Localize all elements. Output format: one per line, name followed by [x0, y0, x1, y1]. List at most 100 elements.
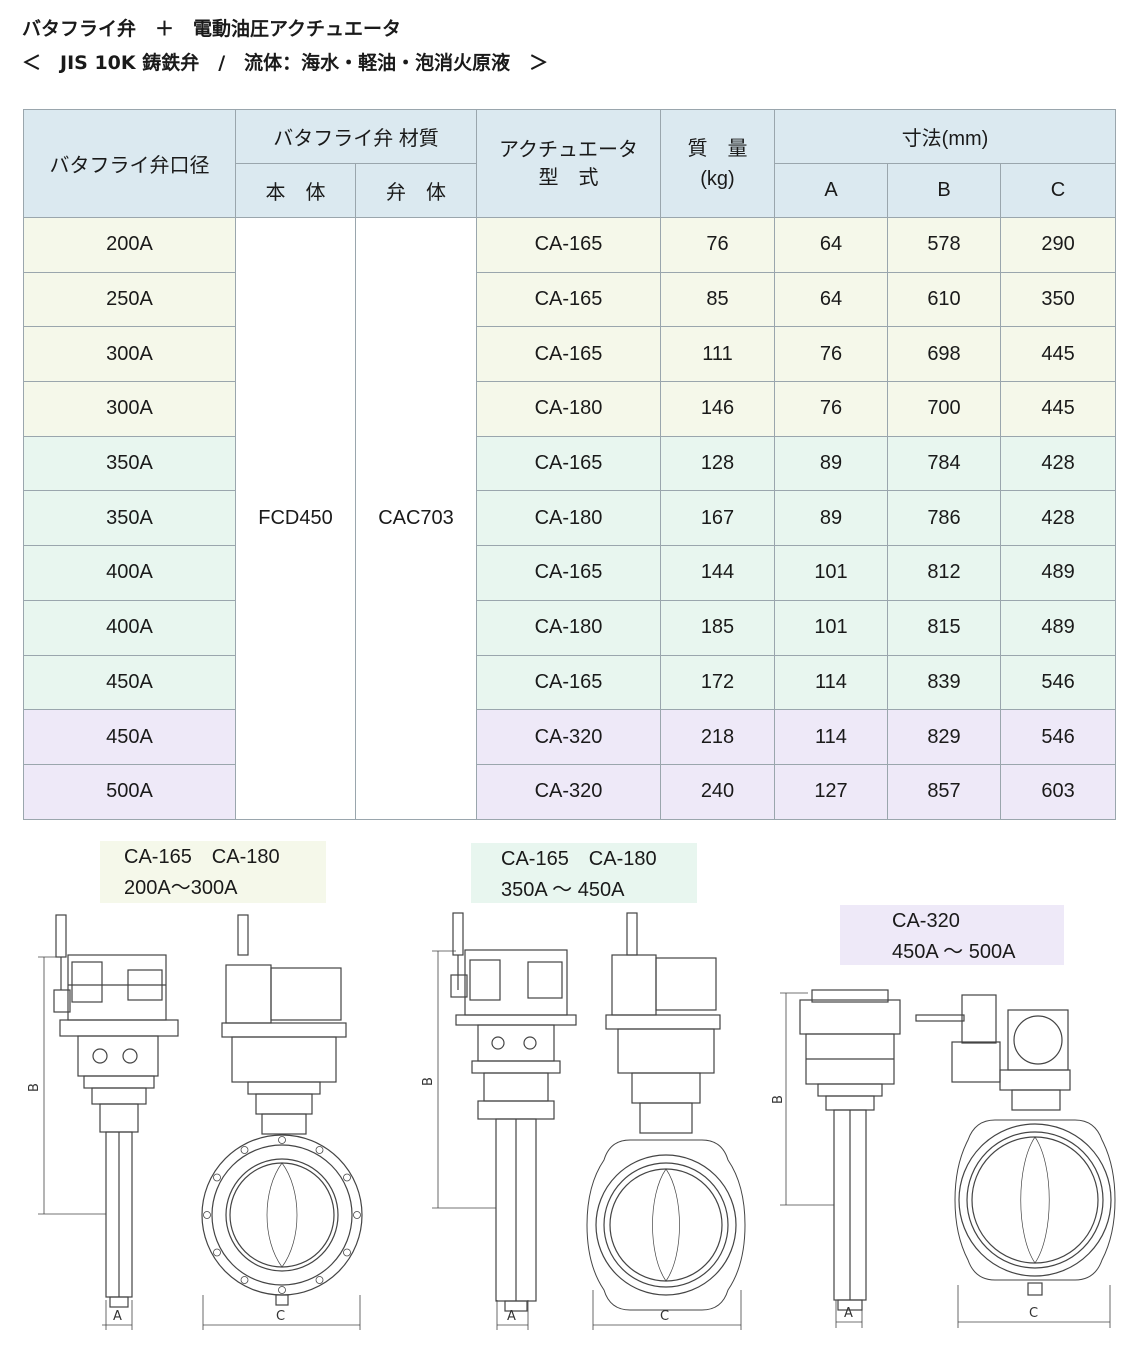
cell-dim-c: 428 — [999, 490, 1117, 547]
cell-size: 450A — [23, 709, 236, 765]
cell-size: 400A — [23, 599, 236, 656]
cell-size: 300A — [23, 381, 236, 437]
cell-dim-c: 546 — [999, 654, 1117, 711]
cell-dim-c: 603 — [999, 763, 1117, 820]
cell-dim-b: 812 — [887, 545, 1001, 601]
valve-front-view-2: C — [586, 912, 746, 1330]
header-b: B — [887, 163, 1001, 218]
cell-mass: 85 — [660, 271, 775, 328]
cell-dim-b: 815 — [887, 599, 1001, 656]
cell-dim-b: 784 — [887, 435, 1001, 492]
header-mass: 質 量(kg) — [660, 109, 775, 218]
header-disc: 弁 体 — [355, 163, 477, 218]
group-label-2: CA-165 CA-180 350A ～ 450A — [471, 843, 697, 903]
cell-dim-a: 89 — [774, 435, 888, 492]
flange-bolt-hole — [240, 1276, 249, 1284]
valve-side-view-1: B A — [27, 914, 179, 1330]
cell-actuator: CA-165 — [476, 654, 661, 711]
cell-actuator: CA-165 — [476, 271, 661, 328]
cell-size: 350A — [23, 435, 236, 492]
valve-front-view-3: C — [915, 994, 1116, 1328]
dim-label-a-2: A — [507, 1309, 516, 1324]
cell-dim-b: 610 — [887, 271, 1001, 328]
cell-actuator: CA-320 — [476, 763, 661, 820]
cell-actuator: CA-165 — [476, 545, 661, 601]
flange-bolt-hole — [343, 1173, 351, 1182]
flange-bolt-hole — [213, 1248, 221, 1257]
cell-dim-c: 445 — [999, 326, 1117, 383]
dim-label-c-3: C — [1029, 1306, 1038, 1321]
group-label-1-models: CA-165 CA-180 — [124, 846, 280, 868]
cell-mass: 185 — [660, 599, 775, 656]
dim-label-a-1: A — [113, 1309, 122, 1324]
cell-dim-b: 857 — [887, 763, 1001, 820]
cell-actuator: CA-165 — [476, 435, 661, 492]
flange-bolt-hole — [203, 1211, 211, 1219]
flange-bolt-hole — [240, 1146, 249, 1154]
title-line-1: バタフライ弁 ＋ 電動油圧アクチュエータ — [22, 18, 402, 40]
cell-mass: 144 — [660, 545, 775, 601]
cell-size: 400A — [23, 545, 236, 601]
cell-actuator: CA-180 — [476, 381, 661, 437]
cell-dim-a: 101 — [774, 599, 888, 656]
cell-dim-a: 64 — [774, 271, 888, 328]
cell-mass: 167 — [660, 490, 775, 547]
cell-dim-b: 700 — [887, 381, 1001, 437]
cell-dim-c: 428 — [999, 435, 1117, 492]
flange-bolt-hole — [213, 1173, 221, 1182]
cell-disc-material: CAC703 — [355, 217, 477, 820]
flange-bolt-hole — [353, 1211, 361, 1219]
cell-dim-c: 546 — [999, 709, 1117, 765]
cell-size: 500A — [23, 763, 236, 820]
cell-mass: 76 — [660, 217, 775, 273]
cell-size: 350A — [23, 490, 236, 547]
cell-actuator: CA-320 — [476, 709, 661, 765]
cell-actuator: CA-180 — [476, 490, 661, 547]
group-label-3-sizes: 450A ～ 500A — [892, 941, 1016, 963]
dim-label-c-2: C — [660, 1309, 669, 1324]
header-c: C — [999, 163, 1117, 218]
header-dimensions: 寸法(mm) — [773, 109, 1117, 164]
header-actuator: アクチュエータ型 式 — [476, 109, 661, 218]
cell-size: 250A — [23, 271, 236, 328]
cell-dim-b: 786 — [887, 490, 1001, 547]
dim-label-b-3: B — [771, 1095, 786, 1104]
flange-bolt-hole — [315, 1276, 324, 1284]
cell-dim-b: 839 — [887, 654, 1001, 711]
header-size: バタフライ弁口径 — [23, 109, 236, 218]
cell-mass: 172 — [660, 654, 775, 711]
cell-dim-a: 114 — [774, 709, 888, 765]
cell-size: 300A — [23, 326, 236, 383]
cell-dim-c: 445 — [999, 381, 1117, 437]
flange-bolt-hole — [315, 1146, 324, 1154]
cell-dim-c: 489 — [999, 599, 1117, 656]
cell-dim-a: 101 — [774, 545, 888, 601]
cell-dim-b: 698 — [887, 326, 1001, 383]
cell-mass: 240 — [660, 763, 775, 820]
valve-front-view-1: C — [201, 914, 363, 1330]
group-label-2-models: CA-165 CA-180 — [501, 848, 657, 870]
cell-dim-a: 76 — [774, 381, 888, 437]
dim-label-b-1: B — [27, 1083, 42, 1092]
cell-dim-c: 290 — [999, 217, 1117, 273]
cell-mass: 218 — [660, 709, 775, 765]
cell-body-material: FCD450 — [235, 217, 356, 820]
cell-size: 200A — [23, 217, 236, 273]
group-label-1-sizes: 200A～300A — [124, 877, 238, 899]
cell-mass: 146 — [660, 381, 775, 437]
cell-dim-a: 89 — [774, 490, 888, 547]
dim-label-c-1: C — [276, 1309, 285, 1324]
group-label-1: CA-165 CA-180 200A～300A — [100, 841, 326, 903]
cell-mass: 111 — [660, 326, 775, 383]
title-line-2: ＜ JIS 10K 鋳鉄弁 / 流体：海水・軽油・泡消火原液 ＞ — [22, 52, 549, 74]
